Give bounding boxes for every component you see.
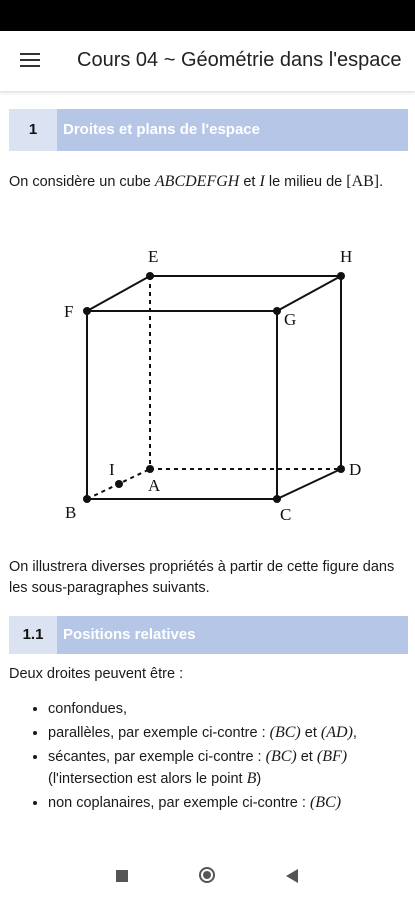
system-navigation-bar <box>0 851 415 900</box>
list-item-text: sécantes, par exemple ci-contre : <box>48 749 266 765</box>
course-content[interactable]: 1 Droites et plans de l'espace On consid… <box>0 91 415 851</box>
intro-paragraph: On considère un cube ABCDEFGH et I le mi… <box>9 171 405 193</box>
label-i: I <box>109 460 115 479</box>
circle-home-icon[interactable] <box>199 867 215 883</box>
square-recents-icon[interactable] <box>116 870 128 882</box>
label-g: G <box>284 310 296 329</box>
intro-text: . <box>379 174 384 190</box>
list-item-text: confondues, <box>48 701 128 717</box>
figure-caption-paragraph: On illustrera diverses propriétés à part… <box>9 559 395 596</box>
lead-paragraph: Deux droites peuvent être : <box>9 666 184 682</box>
label-h: H <box>340 247 352 266</box>
triangle-back-icon[interactable] <box>286 869 298 883</box>
page-title: Cours 04 ~ Géométrie dans l'espace <box>77 49 402 71</box>
list-item-text: (l'intersection est alors le point <box>48 771 247 787</box>
label-c: C <box>280 505 291 524</box>
vertex-g <box>273 307 281 315</box>
vertex-b <box>83 495 91 503</box>
intro-text: et <box>239 174 260 190</box>
section-1-1-heading: 1.1 Positions relatives <box>9 616 408 654</box>
cube-diagram: E H F G I A D B C <box>64 247 361 524</box>
list-item: confondues, <box>48 699 415 720</box>
vertex-c <box>273 495 281 503</box>
status-bar <box>0 0 415 31</box>
vertex-f <box>83 307 91 315</box>
label-f: F <box>64 302 73 321</box>
cube-figure: E H F G I A D B C <box>56 233 376 533</box>
hamburger-menu-icon[interactable] <box>20 53 40 69</box>
app-bar: Cours 04 ~ Géométrie dans l'espace <box>0 31 415 92</box>
section-number: 1 <box>9 109 57 151</box>
math-line-ad: (AD) <box>320 724 353 741</box>
list-item: sécantes, par exemple ci-contre : (BC) e… <box>48 746 415 790</box>
point-i <box>115 480 123 488</box>
label-a: A <box>148 476 161 495</box>
section-number: 1.1 <box>9 616 57 654</box>
math-point-b: B <box>246 770 257 787</box>
section-1-heading: 1 Droites et plans de l'espace <box>9 109 408 151</box>
list-item: parallèles, par exemple ci-contre : (BC)… <box>48 722 415 744</box>
math-segment: [AB] <box>346 173 380 190</box>
vertex-a <box>146 465 154 473</box>
list-item-text: et <box>296 749 317 765</box>
list-item-text: ) <box>256 771 262 787</box>
vertex-h <box>337 272 345 280</box>
intro-text: le milieu de <box>264 174 347 190</box>
label-d: D <box>349 460 361 479</box>
math-cube: ABCDEFGH <box>154 173 240 190</box>
vertex-e <box>146 272 154 280</box>
math-point-i: I <box>259 173 265 190</box>
math-line-bc: (BC) <box>309 794 342 811</box>
vertex-d <box>337 465 345 473</box>
math-line-bf: (BF) <box>316 748 348 765</box>
math-line-bc: (BC) <box>269 724 301 741</box>
label-b: B <box>65 503 76 522</box>
math-line-bc: (BC) <box>265 748 297 765</box>
section-title: Positions relatives <box>63 626 196 643</box>
list-item-text: et <box>300 725 321 741</box>
list-item-text: , <box>352 725 357 741</box>
label-e: E <box>148 247 158 266</box>
list-item-text: parallèles, par exemple ci-contre : <box>48 725 270 741</box>
list-item-text: non coplanaires, par exemple ci-contre : <box>48 795 310 811</box>
section-title: Droites et plans de l'espace <box>63 121 260 138</box>
relative-positions-list: confondues, parallèles, par exemple ci-c… <box>30 699 415 816</box>
intro-text: On considère un cube <box>9 174 155 190</box>
list-item: non coplanaires, par exemple ci-contre :… <box>48 792 415 814</box>
